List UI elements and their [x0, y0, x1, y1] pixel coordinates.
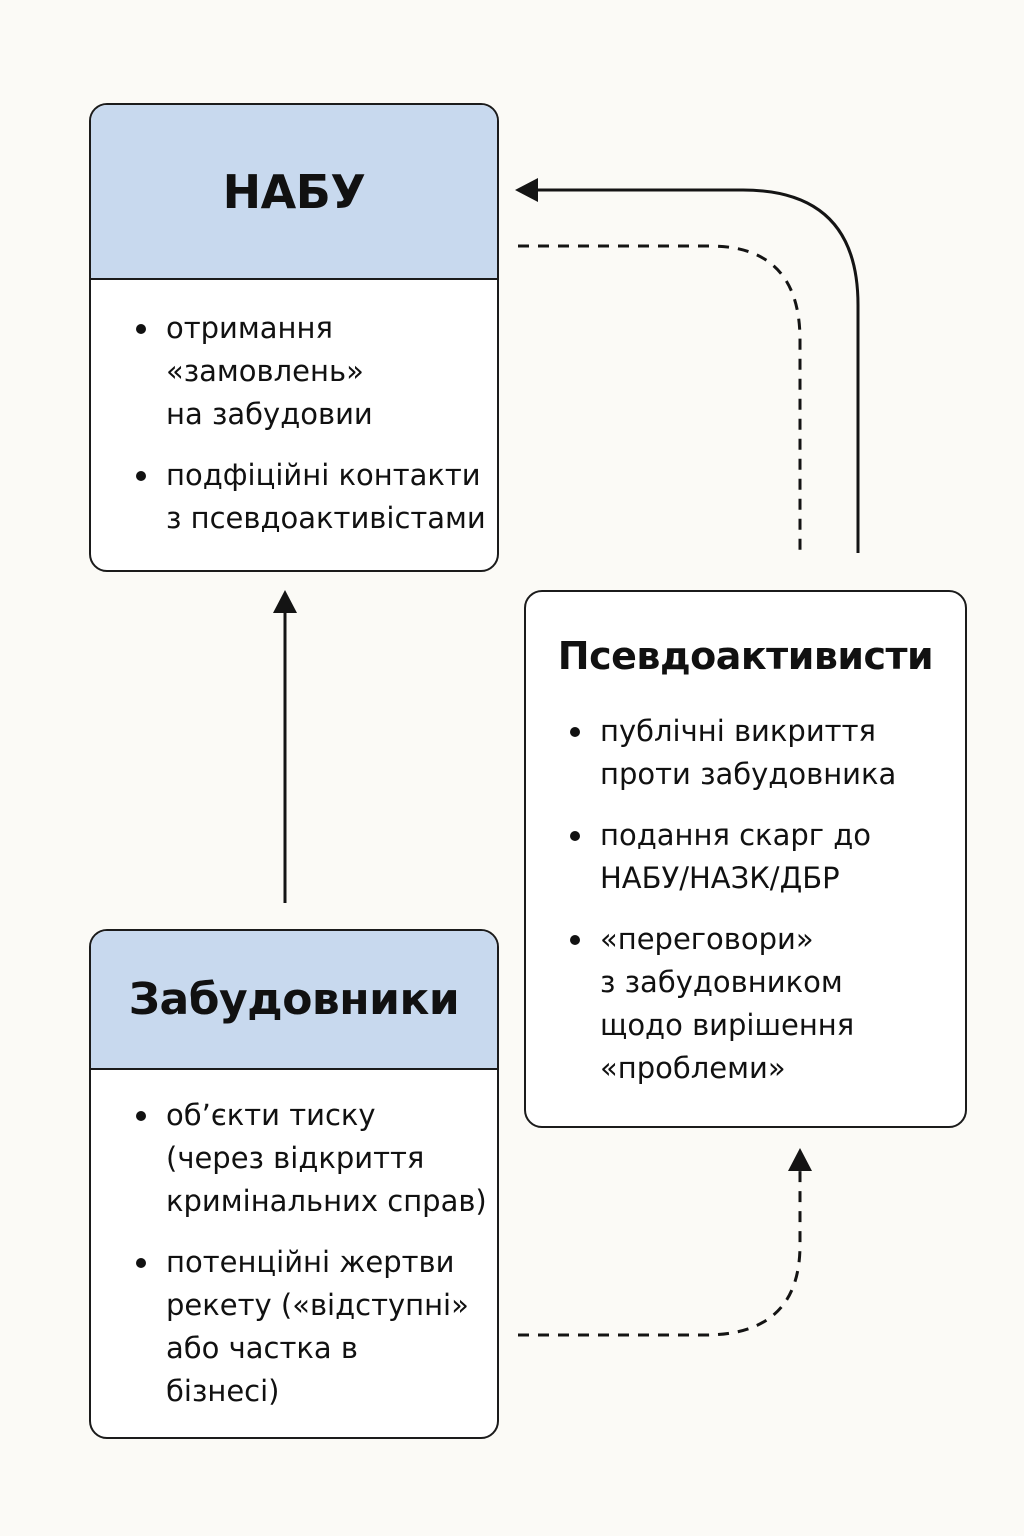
developers-title: Забудовники	[128, 974, 460, 1025]
nabu-box: НАБУ отримання «замовлень» на забудовии …	[89, 103, 499, 572]
dashed-link-nabu-pseudo	[518, 244, 802, 555]
developers-box: Забудовники об’єкти тиску (через відкрит…	[89, 929, 499, 1439]
arrow-pseudo-to-nabu	[535, 188, 860, 553]
developers-bullet-item: потенційні жертви рекету («відступні» аб…	[136, 1241, 496, 1413]
dashed-arrow-developers-to-pseudo	[518, 1170, 802, 1337]
pseudo-activists-bullet-item: публічні викриття проти забудовника	[570, 710, 950, 796]
pseudo-activists-bullet-item: подання скарг до НАБУ/НАЗК/ДБР	[570, 814, 950, 900]
nabu-bullet-item: отримання «замовлень» на забудовии	[136, 307, 496, 436]
nabu-title: НАБУ	[222, 164, 366, 219]
developers-header: Забудовники	[91, 931, 497, 1070]
nabu-bullet-list: отримання «замовлень» на забудовии подфі…	[136, 307, 496, 558]
arrowhead-nabu-from-developers	[273, 590, 297, 613]
nabu-bullet-item: подфіційні контакти з псевдоактивістами	[136, 454, 496, 540]
arrowhead-nabu-solid	[515, 178, 538, 202]
pseudo-activists-bullet-list: публічні викриття проти забудовника пода…	[570, 710, 950, 1108]
pseudo-activists-box: Псевдоактивисти публічні викриття проти …	[524, 590, 967, 1128]
nabu-header: НАБУ	[91, 105, 497, 280]
arrowhead-pseudo-dashed	[788, 1148, 812, 1171]
developers-bullet-item: об’єкти тиску (через відкриття криміналь…	[136, 1094, 496, 1223]
pseudo-activists-bullet-item: «переговори» з забудовником щодо вирішен…	[570, 918, 950, 1090]
developers-bullet-list: об’єкти тиску (через відкриття криміналь…	[136, 1094, 496, 1431]
pseudo-activists-title: Псевдоактивисти	[557, 634, 934, 678]
